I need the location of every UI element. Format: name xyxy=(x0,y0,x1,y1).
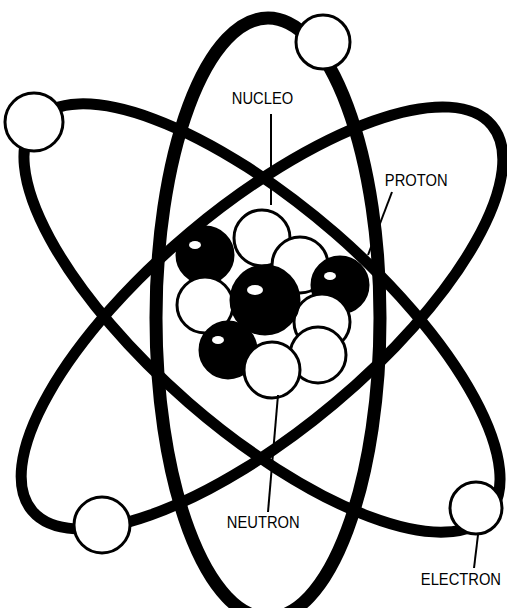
neutron xyxy=(177,227,233,283)
leader-line xyxy=(368,192,392,255)
part-label: ELECTRON xyxy=(419,571,503,589)
part-label: NUCLEO xyxy=(230,90,295,108)
electron xyxy=(450,482,502,534)
leader-line xyxy=(268,395,278,512)
part-label: NEUTRON xyxy=(225,514,301,532)
orbit xyxy=(0,39,507,596)
leader-line xyxy=(474,535,478,568)
part-label: PROTON xyxy=(383,172,449,190)
proton xyxy=(244,342,300,398)
electron xyxy=(296,15,350,69)
electron xyxy=(5,93,63,151)
orbit xyxy=(0,37,507,600)
electron xyxy=(74,497,130,553)
leader-line xyxy=(270,114,272,205)
orbit xyxy=(156,18,380,608)
